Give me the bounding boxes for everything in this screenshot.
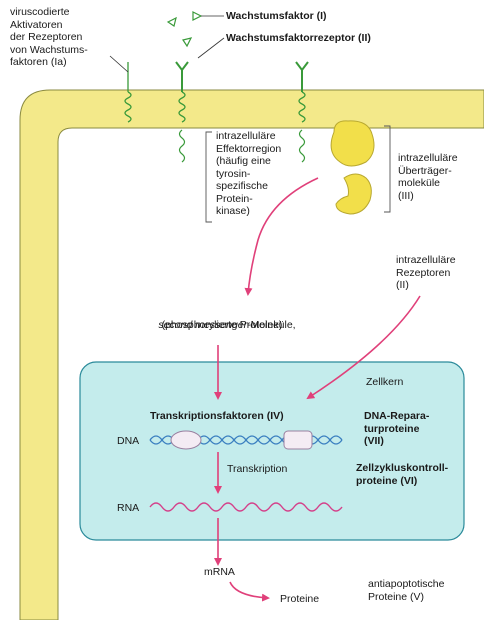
transcription-factor-oval: [170, 430, 202, 450]
dna-repair-label: DNA-Repara- turproteine (VII): [364, 410, 430, 447]
nucleus-label: Zellkern: [366, 376, 404, 388]
second-messenger-rest-text: -Moleküle,: [247, 318, 296, 331]
receptor-leader: [197, 37, 225, 59]
nucleus-shape: [79, 361, 465, 541]
rna-strand: [149, 502, 343, 512]
growth-factor-triangles: [166, 11, 203, 48]
proteins-label: Proteine: [280, 593, 320, 605]
transmitter-molecule-2: [335, 173, 372, 215]
mrna-label: mRNA: [204, 566, 235, 578]
effector-region-bracket: [205, 131, 212, 223]
repair-protein-box: [283, 430, 313, 450]
cell-cycle-control-label: Zellzykluskontroll- proteine (VI): [356, 462, 449, 487]
transcription-label: Transkription: [227, 463, 288, 475]
growth-factor-receptor-2: [295, 61, 309, 163]
viral-activator-leader: [109, 55, 129, 73]
phosphorylated-proteins-label: (phosphorylierte Proteine): [161, 319, 283, 331]
anti-apoptotic-label: antiapoptotische Proteine (V): [368, 578, 445, 603]
cell-membrane: [19, 89, 484, 620]
viral-activators-label: viruscodierte Aktivatoren der Rezeptoren…: [10, 6, 88, 68]
dna-label: DNA: [117, 435, 140, 447]
transcription-factors-label: Transkriptionsfaktoren (IV): [150, 410, 284, 422]
rna-label: RNA: [117, 502, 140, 514]
receptor-to-transcription-factor-arrow: [306, 295, 421, 400]
effector-region-label: intrazelluläre Effektorregion (häufig ei…: [216, 130, 282, 217]
second-messenger-italic-text: second messenger: [158, 318, 248, 331]
mrna-to-protein-arrow: [229, 581, 270, 602]
signal-arrows: [214, 177, 421, 602]
transmitter-molecule-1: [330, 120, 375, 167]
growth-factor-receptor-label: Wachstumsfaktorrezeptor (II): [226, 32, 371, 44]
transmitter-molecules-label: intrazelluläre Überträger- moleküle (III…: [398, 152, 458, 202]
intracellular-receptors-label: intrazelluläre Rezeptoren (II): [396, 254, 456, 291]
transmitter-bracket: [384, 125, 391, 213]
growth-factor-receptor-1: [175, 61, 189, 163]
second-messenger-label: second messenger-Moleküle,: [152, 306, 302, 331]
effector-to-second-messenger-arrow: [244, 177, 319, 296]
growth-factor-label: Wachstumsfaktor (I): [226, 10, 327, 22]
viral-activator-receptor: [124, 62, 132, 123]
